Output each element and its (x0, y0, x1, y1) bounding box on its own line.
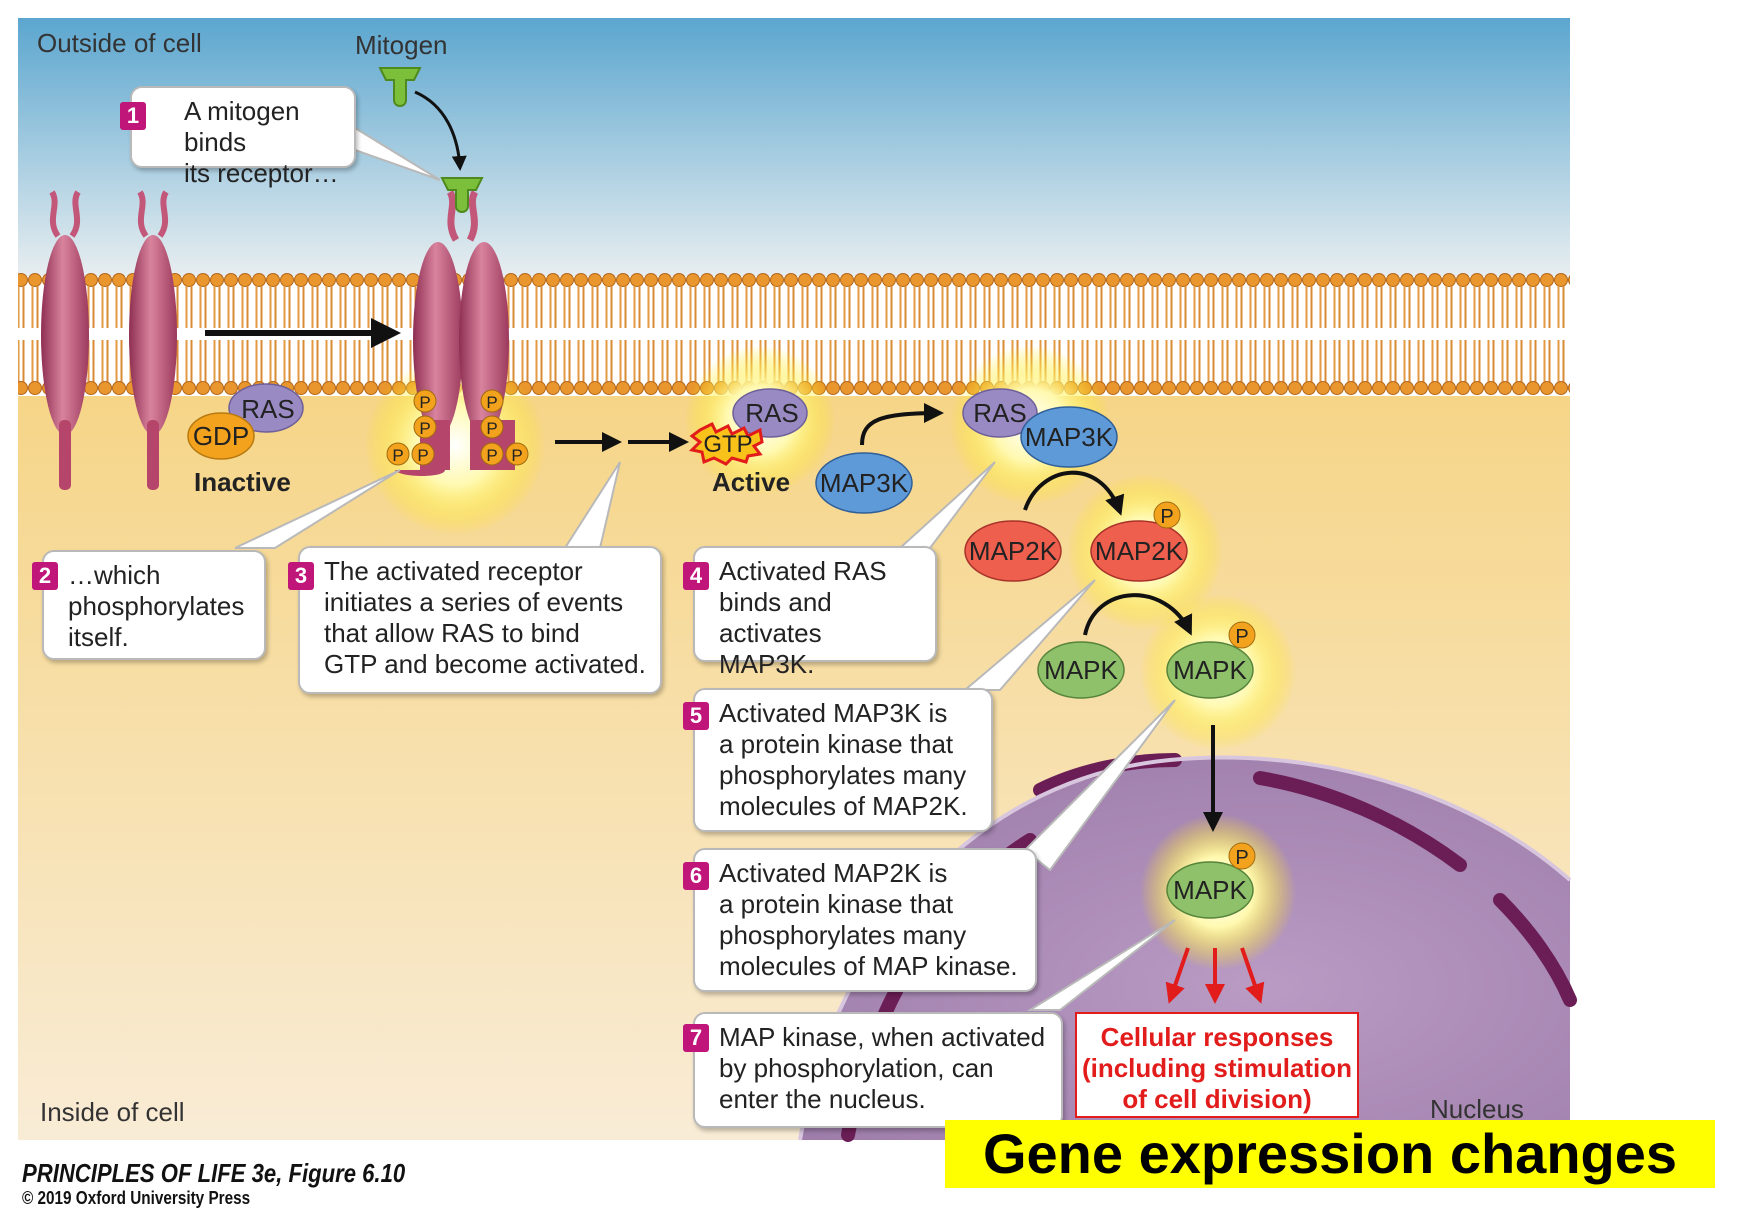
map2k-phosphate (1153, 501, 1181, 529)
active-label: Active (712, 467, 790, 497)
gene-expression-banner: Gene expression changes (945, 1120, 1715, 1188)
callout-2-text: …which phosphorylates itself. (68, 560, 245, 652)
mapk-inactive (1037, 641, 1125, 699)
callout-1: 1 A mitogen binds its receptor… (120, 86, 356, 188)
mitogen-bound (440, 177, 484, 213)
inactive-receptor-right (129, 190, 177, 490)
callout-3-number: 3 (288, 562, 314, 590)
copyright: © 2019 Oxford University Press (22, 1188, 251, 1208)
callout-5-text: Activated MAP3K is a protein kinase that… (719, 698, 968, 821)
figure-credit: PRINCIPLES OF LIFE 3e, Figure 6.10 (22, 1158, 406, 1188)
callout-6-number: 6 (683, 862, 709, 890)
ras-inactive (228, 383, 304, 433)
callout-7-text: MAP kinase, when activated by phosphoryl… (719, 1022, 1046, 1114)
callout-2: 2 …which phosphorylates itself. (32, 550, 266, 660)
callout-4-text: Activated RAS binds and activates MAP3K. (719, 556, 887, 679)
mapk-nuclear-phosphate (1228, 842, 1256, 870)
inside-cell-label: Inside of cell (40, 1097, 185, 1127)
mapk-inactive-label: MAPK (1044, 655, 1118, 685)
callout-1-text: A mitogen binds its receptor… (184, 96, 339, 188)
response-arrow-right (1240, 947, 1265, 1004)
ras-complex-label: RAS (973, 398, 1026, 428)
map3k-inactive-label: MAP3K (820, 468, 909, 498)
callout-3: 3 The activated receptor initiates a ser… (288, 546, 662, 694)
callout-5-number: 5 (683, 702, 709, 730)
inactive-label: Inactive (194, 467, 291, 497)
mapk-active (1166, 641, 1254, 699)
svg-text:P: P (511, 446, 522, 465)
svg-text:P: P (419, 393, 430, 412)
mapk-nuclear-label: MAPK (1173, 875, 1247, 905)
map3k-binding-arrow (860, 403, 944, 446)
mapk-phosphate (1228, 621, 1256, 649)
mitogen-label: Mitogen (355, 30, 448, 60)
map2k-inactive (964, 520, 1062, 582)
svg-text:P: P (486, 419, 497, 438)
ras-inactive-label: RAS (241, 394, 294, 424)
receptor-phosphates: P P P P P P P P (386, 389, 529, 466)
cellular-responses-box: Cellular responses (including stimulatio… (1075, 1012, 1359, 1118)
ras-active-label: RAS (745, 398, 798, 428)
outside-cell-label: Outside of cell (37, 28, 202, 58)
mapk-nuclear (1166, 861, 1254, 919)
map2k-active (1090, 520, 1188, 582)
callout-5: 5 Activated MAP3K is a protein kinase th… (683, 688, 993, 832)
mitogen-arrow (414, 90, 467, 171)
svg-text:P: P (392, 446, 403, 465)
callout-7: 7 MAP kinase, when activated by phosphor… (683, 1012, 1063, 1128)
response-arrow-left (1165, 947, 1190, 1004)
callout-6-text: Activated MAP2K is a protein kinase that… (719, 858, 1018, 981)
map3k-active-label: MAP3K (1025, 422, 1114, 452)
callout-6: 6 Activated MAP2K is a protein kinase th… (683, 848, 1037, 992)
active-receptor-dimer (395, 190, 515, 476)
callout-4: 4 Activated RAS binds and activates MAP3… (683, 546, 937, 679)
svg-text:P: P (417, 446, 428, 465)
svg-text:P: P (1160, 506, 1173, 528)
svg-text:P: P (486, 446, 497, 465)
gtp (688, 421, 764, 466)
map2k-arrow (1023, 470, 1125, 516)
svg-text:P: P (419, 419, 430, 438)
gdp (187, 412, 255, 460)
gdp-label: GDP (193, 421, 249, 451)
map2k-inactive-label: MAP2K (969, 536, 1058, 566)
callout-1-number: 1 (120, 102, 146, 130)
callout-7-number: 7 (683, 1024, 709, 1052)
callout-7-pointer (1026, 919, 1176, 1011)
svg-text:P: P (486, 393, 497, 412)
map3k-inactive (815, 452, 913, 514)
mapk-active-label: MAPK (1173, 655, 1247, 685)
ras-active (732, 388, 808, 438)
callout-2-number: 2 (32, 562, 58, 590)
svg-text:P: P (1235, 626, 1248, 648)
map2k-active-label: MAP2K (1095, 536, 1184, 566)
svg-text:P: P (1235, 847, 1248, 869)
nucleus-label: Nucleus (1430, 1094, 1524, 1124)
callout-3-text: The activated receptor initiates a serie… (324, 556, 646, 679)
ras-complex (962, 388, 1038, 438)
mitogen-free (378, 67, 422, 107)
map3k-active (1020, 406, 1118, 468)
callout-4-number: 4 (683, 562, 709, 590)
inactive-receptor-left (41, 190, 89, 490)
callout-6-pointer (1023, 699, 1176, 872)
mapk-arrow (1083, 593, 1193, 636)
callout-2-pointer (234, 469, 401, 549)
gtp-label: GTP (703, 431, 752, 458)
